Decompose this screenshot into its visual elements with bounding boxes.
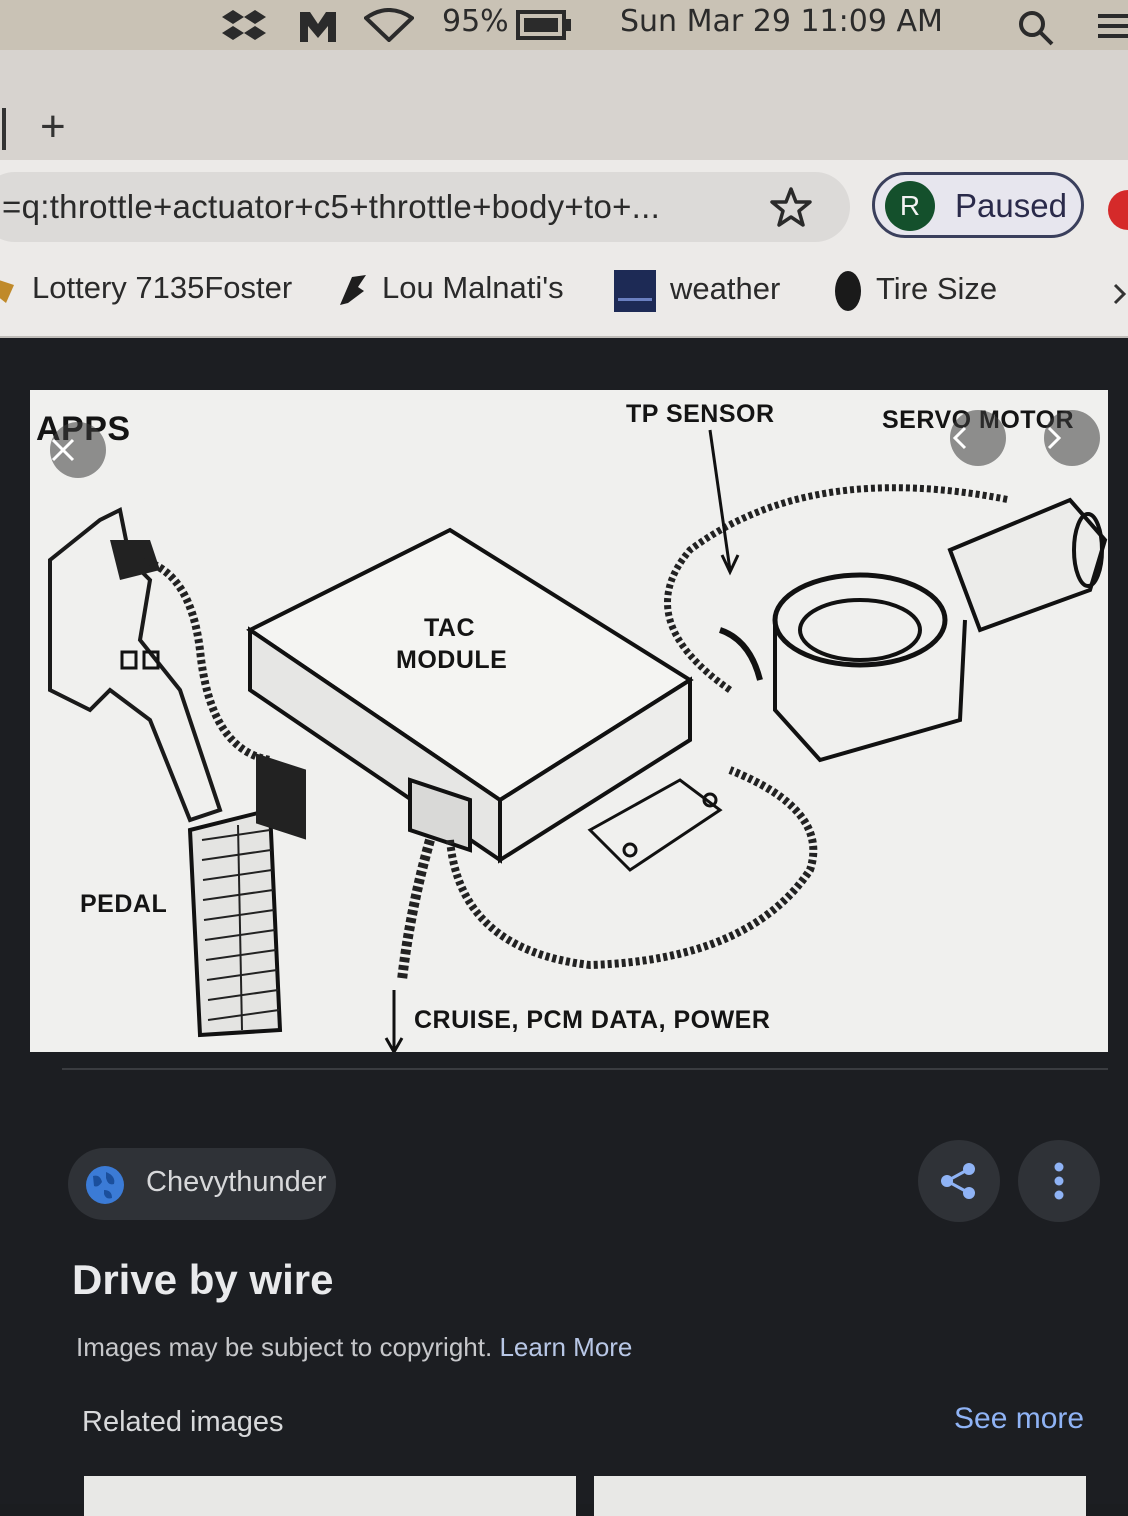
label-module: MODULE: [396, 646, 508, 674]
next-image-button[interactable]: [1044, 410, 1100, 466]
bookmark-tire-size[interactable]: Tire Size: [834, 270, 997, 312]
new-tab-button[interactable]: +: [40, 102, 66, 151]
diagram-illustration: [48, 429, 1108, 1052]
pizza-icon: [340, 274, 366, 305]
image-viewer-panel: APPS TP SENSOR SERVO MOTOR TAC MODULE PE…: [0, 338, 1128, 1504]
see-more-link[interactable]: See more: [954, 1402, 1085, 1435]
menu-clock[interactable]: Sun Mar 29 11:09 AM: [620, 4, 943, 39]
previous-image-button[interactable]: [950, 410, 1006, 466]
image-title: Drive by wire: [72, 1256, 334, 1303]
close-button[interactable]: [50, 422, 106, 478]
learn-more-link[interactable]: Learn More: [499, 1332, 633, 1362]
related-image-thumbnail[interactable]: [594, 1476, 1086, 1516]
weather-icon: [614, 270, 656, 312]
bookmark-lou-malnatis[interactable]: Lou Malnati's: [338, 270, 564, 307]
label-pedal: PEDAL: [80, 890, 168, 918]
lottery-icon: [0, 280, 14, 303]
globe-icon: [86, 1166, 124, 1204]
wifi-icon[interactable]: [364, 8, 414, 42]
source-site-chip[interactable]: Chevythunder: [68, 1148, 336, 1220]
menu-bar: 95% Sun Mar 29 11:09 AM: [0, 0, 1128, 50]
divider: [62, 1068, 1108, 1070]
tire-icon: [835, 271, 861, 311]
browser-toolbar: =q:throttle+actuator+c5+throttle+body+to…: [0, 160, 1128, 256]
battery-percent: 95%: [442, 4, 509, 39]
spotlight-search-icon[interactable]: [1016, 8, 1056, 48]
dropbox-icon[interactable]: [222, 8, 266, 44]
copyright-notice: Images may be subject to copyright. Lear…: [76, 1332, 632, 1363]
tab-strip: +: [0, 50, 1128, 160]
related-image-thumbnail[interactable]: [84, 1476, 576, 1516]
bookmarks-bar: Lottery 7135Foster Lou Malnati's weather…: [0, 256, 1128, 338]
bookmark-weather[interactable]: weather: [614, 270, 780, 312]
profile-avatar: R: [885, 181, 935, 231]
label-tac: TAC: [424, 614, 476, 642]
source-name: Chevythunder: [146, 1166, 327, 1198]
chevron-right-icon[interactable]: [1112, 282, 1128, 306]
bookmark-lottery[interactable]: Lottery 7135Foster: [0, 270, 292, 306]
close-icon: [51, 438, 75, 462]
more-vert-icon: [1054, 1162, 1064, 1200]
bookmark-star-icon[interactable]: [770, 186, 812, 228]
chevron-left-icon: [952, 426, 967, 450]
bookmark-label: Lou Malnati's: [382, 270, 564, 305]
profile-button[interactable]: R Paused: [872, 172, 1084, 238]
address-url[interactable]: =q:throttle+actuator+c5+throttle+body+to…: [2, 188, 661, 225]
malwarebytes-icon[interactable]: [296, 8, 340, 46]
chevron-right-icon: [1047, 426, 1062, 450]
more-options-button[interactable]: [1018, 1140, 1100, 1222]
share-button[interactable]: [918, 1140, 1000, 1222]
address-bar[interactable]: =q:throttle+actuator+c5+throttle+body+to…: [0, 172, 850, 242]
copyright-text: Images may be subject to copyright.: [76, 1332, 493, 1362]
drive-by-wire-diagram[interactable]: APPS TP SENSOR SERVO MOTOR TAC MODULE PE…: [30, 390, 1108, 1052]
share-icon: [941, 1163, 975, 1199]
extension-icon[interactable]: [1108, 190, 1128, 230]
related-images-heading: Related images: [82, 1406, 284, 1438]
battery-icon[interactable]: [516, 10, 572, 40]
tab-divider: [2, 108, 6, 150]
label-tp-sensor: TP SENSOR: [626, 400, 775, 428]
bookmark-label: weather: [670, 271, 781, 307]
profile-status: Paused: [955, 187, 1067, 224]
bookmark-label: Tire Size: [876, 271, 998, 307]
label-cruise-pcm-power: CRUISE, PCM DATA, POWER: [414, 1006, 771, 1034]
bookmark-label: Lottery 7135Foster: [32, 270, 293, 305]
control-center-icon[interactable]: [1098, 8, 1128, 44]
